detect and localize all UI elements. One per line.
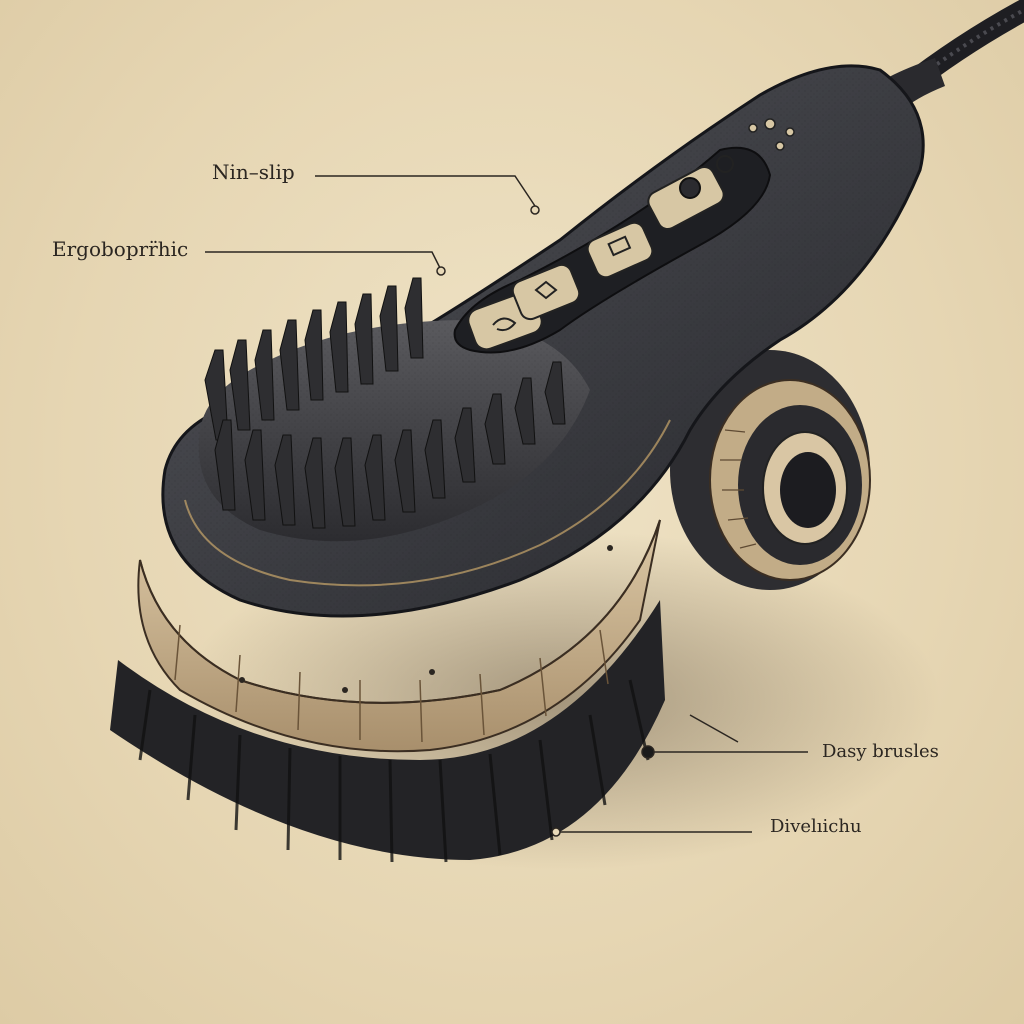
brushes-leader — [648, 714, 808, 753]
status-dots — [748, 118, 795, 151]
bottom-bristles — [110, 600, 665, 863]
non-slip-leader — [315, 175, 536, 207]
power-button-icon[interactable] — [645, 155, 734, 233]
base-band — [137, 519, 661, 753]
mode-button-icon[interactable] — [584, 220, 655, 281]
callout-ergonomic: Ergoboprr̈hic — [52, 237, 189, 261]
top-bristles — [204, 277, 566, 529]
callout-brushes: Dasy brusles — [822, 741, 939, 762]
callout-non-slip: Nin–slip — [212, 160, 295, 184]
diamond-button-icon[interactable] — [510, 262, 582, 322]
side-wheel — [670, 350, 871, 590]
callout-bottom: Divelıichu — [770, 816, 862, 837]
ergonomic-leader — [205, 251, 441, 269]
callout-lines — [205, 175, 808, 837]
